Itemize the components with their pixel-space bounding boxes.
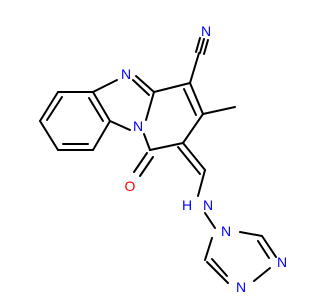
triazole-n1-label: N [236,279,246,295]
bond [204,237,213,261]
nh-n-label: N [203,197,213,213]
imine-n-label: N [121,66,131,82]
bond [133,152,148,173]
bond [92,91,111,122]
bond [182,113,204,144]
bond [195,37,201,53]
bond [202,106,236,115]
nitrile-n-label: N [201,23,211,39]
atom-labels: N N N O N H N N N [121,23,287,295]
bond [199,38,205,54]
bond [149,142,184,151]
molecule-canvas: N N N O N H N N N [39,23,288,295]
bond [39,91,59,122]
bond [177,146,201,175]
bond [183,88,197,116]
bond [257,240,270,259]
ring-n-label: N [133,118,143,134]
bond [92,120,111,151]
bond [182,142,206,171]
bond [253,267,271,282]
bond [204,212,216,229]
bond [153,82,191,93]
bond [211,258,228,277]
bond [239,231,263,237]
bond [206,261,229,284]
bond [39,120,59,151]
bond [92,79,118,93]
bond [88,97,104,122]
bond [261,235,277,258]
triazole-n2-label: N [277,254,287,270]
bond [189,82,204,115]
bond [145,91,155,121]
bond [189,52,200,84]
bond [139,156,154,177]
bonds [39,37,277,284]
molecule-structure: N N N O N H N N N [39,23,287,295]
bond [132,79,150,96]
bond [197,169,206,197]
bond [109,120,131,131]
bond [143,133,151,151]
carbonyl-o-label: O [125,178,136,194]
bond [203,39,209,55]
nh-h-label: H [182,197,192,213]
triazole-n4-label: N [221,223,231,239]
bond [46,96,63,121]
bond [135,75,155,93]
